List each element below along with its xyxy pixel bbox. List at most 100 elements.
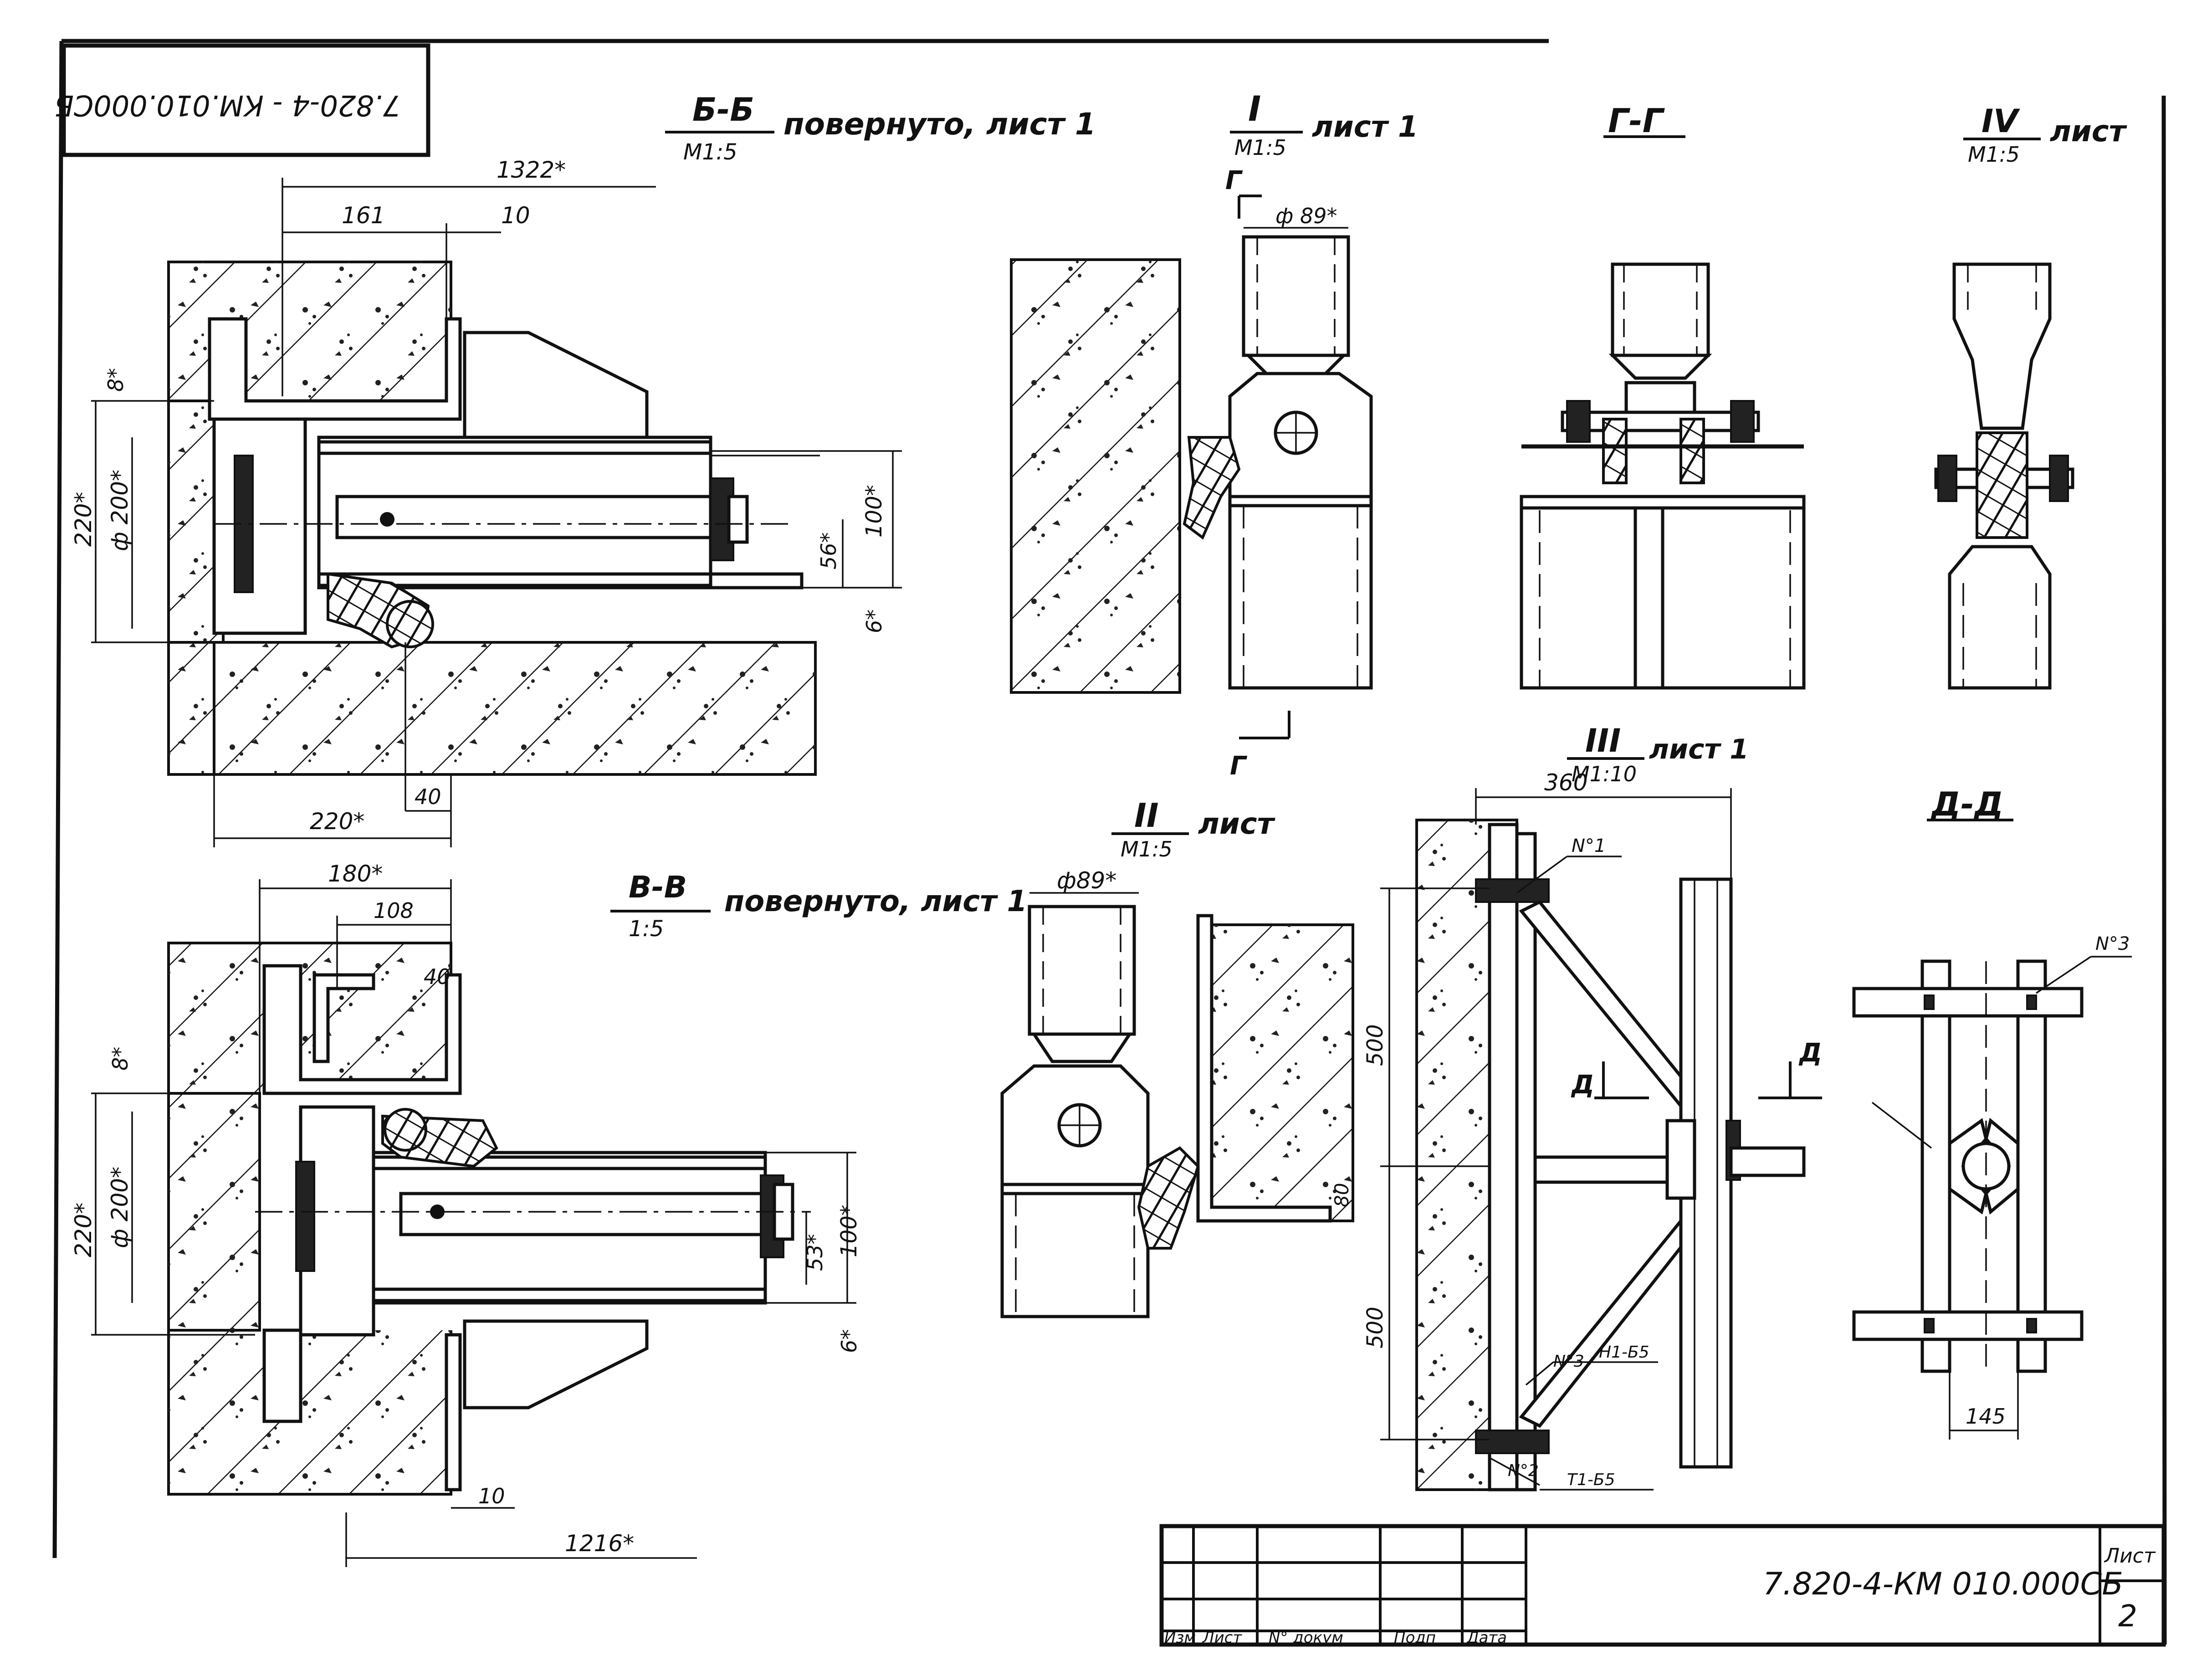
bb-dim-40: 40 <box>415 784 441 809</box>
view-3: III М1:10 лист 1 360 500 500 <box>1362 722 1822 1491</box>
vv-rod <box>399 1192 767 1236</box>
tb-header-date: Дата <box>1466 1629 1507 1647</box>
view-3-lower-brace <box>1519 1219 1697 1428</box>
bb-dim-6: 6* <box>862 610 886 633</box>
view-bb-scale: М1:5 <box>683 139 737 165</box>
view-2-title: II <box>1134 796 1159 835</box>
vv-dim-200: ф 200* <box>107 1167 133 1248</box>
view-2-pipe <box>1028 905 1136 1036</box>
view-gg-bolt <box>1561 410 1760 432</box>
view-1-cut-bottom: Г <box>1230 751 1248 781</box>
view-3-dim-360: 360 <box>1544 769 1587 796</box>
view-bb-title: Б-Б <box>692 91 754 128</box>
view-dd-callout-3: Ν°3 <box>2095 933 2130 954</box>
view-1: I М1:5 лист 1 ф 89* Г Г <box>1010 88 1418 781</box>
view-3-strut <box>1533 1155 1674 1184</box>
view-dd: Д-Д 145 Ν°3 <box>1852 785 2132 1440</box>
bb-dim-8: 8* <box>103 368 128 392</box>
view-1-cut-top: Г <box>1225 166 1243 195</box>
view-4-post <box>1948 545 2052 690</box>
vv-dim-8: 8* <box>108 1047 133 1071</box>
view-gg-pipe <box>1611 262 1710 357</box>
view-2-scale: М1:5 <box>1121 837 1173 861</box>
tb-code: 7.820-4-КМ 010.000СБ <box>1763 1566 2123 1602</box>
vv-dim-1216: 1216* <box>565 1530 634 1557</box>
view-3-weld-2: Т1-Б5 <box>1567 1471 1615 1489</box>
view-2-dim-80: 80 <box>1331 1183 1353 1207</box>
view-gg-title: Г-Г <box>1608 102 1665 140</box>
view-2: II М1:5 лист ф89* 80 <box>1000 796 1354 1318</box>
bb-dim-200: ф 200* <box>107 470 133 551</box>
view-1-title: I <box>1248 88 1261 129</box>
view-3-note: лист 1 <box>1649 733 1749 765</box>
view-1-seal <box>1183 436 1241 540</box>
view-2-dim-89: ф89* <box>1057 867 1116 894</box>
view-3-upper-brace <box>1519 900 1697 1115</box>
view-bb-note: повернуто, лист 1 <box>783 107 1096 142</box>
title-block: Изм Лист N° докум Подп Дата 7.820-4-КМ 0… <box>1159 1524 2166 1647</box>
view-1-post <box>1228 495 1373 690</box>
view-3-weld-1: Н1-Б5 <box>1599 1343 1649 1362</box>
view-1-scale: М1:5 <box>1234 135 1286 160</box>
tb-header-doc: N° докум <box>1269 1629 1343 1647</box>
view-dd-right-plate <box>2016 959 2047 1373</box>
view-gg: Г-Г <box>1520 102 1806 690</box>
tb-sheet-label: Лист <box>2104 1544 2156 1568</box>
vv-dim-108: 108 <box>374 898 414 923</box>
sheet-frame <box>52 39 2167 1645</box>
view-dd-title: Д-Д <box>1930 785 2003 823</box>
vv-dim-6: 6* <box>837 1329 861 1353</box>
view-1-note: лист 1 <box>1312 110 1418 144</box>
view-bb: Б-Б М1:5 повернуто, лист 1 <box>70 91 1096 847</box>
view-1-dim-89: ф 89* <box>1275 204 1337 228</box>
view-2-post <box>1000 1183 1150 1318</box>
bb-dim-100: 100* <box>861 485 887 538</box>
bb-dim-1322: 1322* <box>497 157 566 183</box>
view-vv: В-В 1:5 повернуто, лист 1 180* <box>70 861 1027 1567</box>
view-3-dim-500b: 500 <box>1362 1307 1388 1348</box>
view-3-dim-500a: 500 <box>1362 1024 1388 1066</box>
bb-dim-220h: 220* <box>310 808 364 835</box>
tb-sheet-number: 2 <box>2118 1599 2137 1634</box>
view-4-scale: М1:5 <box>1968 142 2020 167</box>
tb-header-sign: Подп <box>1394 1629 1436 1647</box>
view-4-note: лист <box>2050 115 2128 149</box>
vv-dim-10: 10 <box>478 1484 505 1508</box>
bb-dim-56: 56* <box>816 532 841 569</box>
view-3-base-plate <box>1729 1146 1806 1177</box>
view-1-pipe <box>1242 235 1350 357</box>
view-vv-title: В-В <box>629 870 687 905</box>
bb-rod-pin-icon <box>380 512 394 527</box>
vv-dim-180: 180* <box>328 861 383 887</box>
stamp-code: 7.820-4 - КМ.010.000СБ <box>54 89 401 122</box>
view-3-cut-left: Д <box>1571 1070 1594 1100</box>
vv-anchor-plate <box>295 1161 315 1272</box>
rotated-stamp: 7.820-4 - КМ.010.000СБ <box>54 43 430 157</box>
bb-dim-10: 10 <box>501 202 530 229</box>
view-dd-dim-145: 145 <box>1966 1404 2006 1429</box>
tb-header-list: Лист <box>1202 1629 1242 1647</box>
view-vv-scale: 1:5 <box>629 916 664 942</box>
bb-flange-plate <box>212 417 307 635</box>
view-4: IV М1:5 лист <box>1934 103 2128 690</box>
vv-bracket <box>463 1319 649 1409</box>
view-dd-left-plate <box>1920 959 1951 1373</box>
bb-bracket <box>463 331 649 439</box>
view-vv-note: повернуто, лист 1 <box>724 885 1027 918</box>
vv-dim-100: 100* <box>836 1204 862 1257</box>
view-3-cut-right: Д <box>1798 1038 1822 1068</box>
view-4-pipe <box>1952 262 2052 430</box>
view-3-callout-1: Ν°1 <box>1572 835 1606 856</box>
vv-dim-220v: 220* <box>70 1203 97 1257</box>
view-2-seal <box>1137 1146 1200 1250</box>
view-3-scale: М1:10 <box>1572 762 1637 786</box>
view-3-wall-plate <box>1488 823 1519 1491</box>
tb-header-izm: Изм <box>1164 1629 1196 1647</box>
view-3-callout-2: Ν°2 <box>1508 1461 1539 1480</box>
view-4-title: IV <box>1982 103 2020 140</box>
vv-dim-53: 53* <box>803 1234 827 1271</box>
vv-lower-angle <box>262 1328 302 1423</box>
view-2-note: лист <box>1198 807 1276 841</box>
vv-dim-40: 40 <box>424 964 451 989</box>
